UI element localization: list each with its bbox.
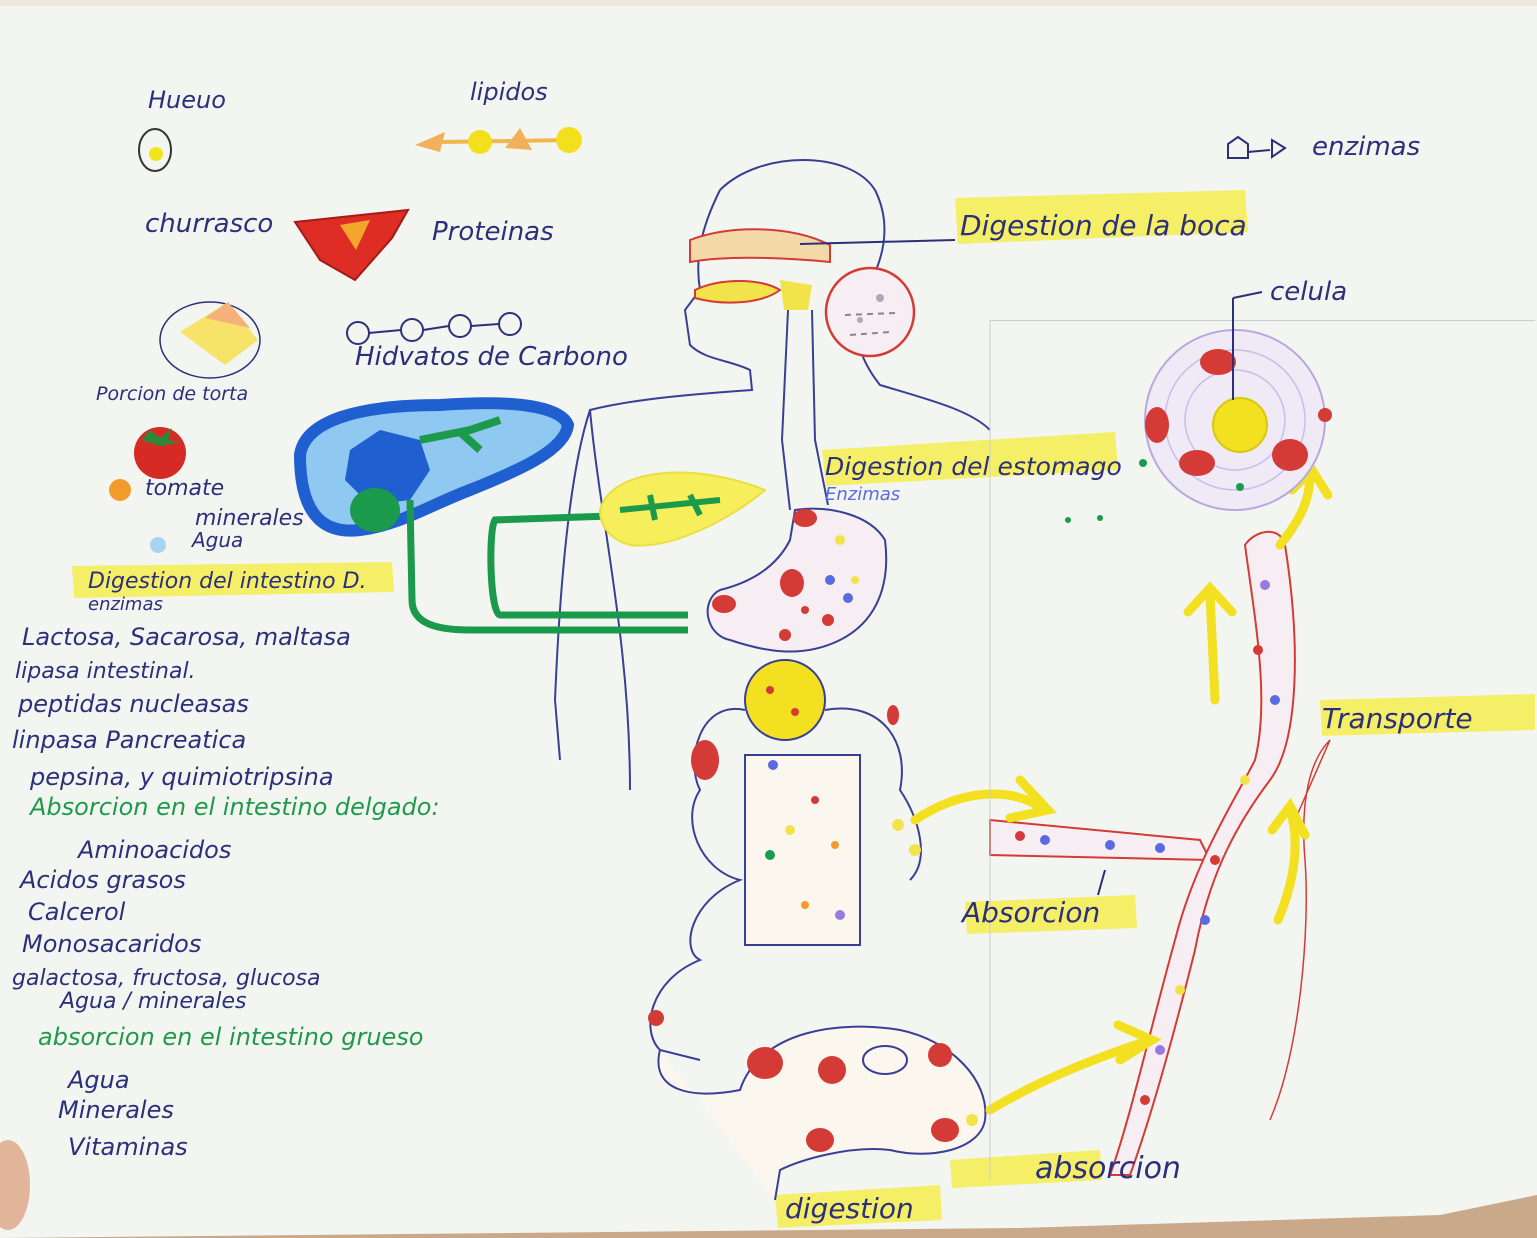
- label-digestion-estomago: Digestion del estomago: [825, 452, 1122, 481]
- label-agua: Agua: [190, 528, 243, 552]
- absorcion-delgado-heading: Absorcion en el intestino delgado:: [28, 793, 440, 821]
- water-dot-icon: [150, 537, 166, 553]
- label-estomago-enzimas: Enzimas: [825, 484, 900, 505]
- paper-top-edge: [0, 0, 1537, 6]
- absorcion-item: Aminoacidos: [76, 836, 231, 864]
- label-churrasco: churrasco: [145, 209, 273, 239]
- tomato-icon: [134, 427, 186, 479]
- enzima-item: peptidas nucleasas: [17, 690, 249, 718]
- enzima-item: pepsina, y quimiotripsina: [29, 763, 334, 791]
- label-absorcion-1: Absorcion: [960, 896, 1100, 929]
- label-tomate: tomate: [145, 476, 224, 501]
- label-proteinas: Proteinas: [432, 217, 554, 247]
- label-lipidos: lipidos: [470, 78, 548, 106]
- absorcion-item: Acidos grasos: [18, 866, 186, 894]
- label-torta: Porcion de torta: [96, 383, 248, 405]
- absorcion-item: galactosa, fructosa, glucosa: [12, 966, 321, 991]
- absorcion-item: Monosacaridos: [22, 930, 201, 958]
- label-absorcion-2: absorcion: [1035, 1151, 1181, 1186]
- absorcion-grueso-item: Vitaminas: [68, 1133, 188, 1161]
- enzima-item: linpasa Pancreatica: [12, 726, 246, 754]
- label-digestion: digestion: [785, 1192, 914, 1225]
- absorcion-grueso-item: Agua: [66, 1066, 130, 1094]
- enzima-item: Lactosa, Sacarosa, maltasa: [22, 623, 351, 651]
- label-huevo: Hueuo: [148, 86, 226, 114]
- label-celula: celula: [1270, 277, 1347, 307]
- label-transporte: Transporte: [1322, 702, 1473, 735]
- absorcion-grueso-heading: absorcion en el intestino grueso: [38, 1023, 423, 1051]
- label-enzimas-legend: enzimas: [1312, 132, 1420, 162]
- enzima-item: lipasa intestinal.: [15, 659, 196, 684]
- intestino-heading: Digestion del intestino D.: [88, 569, 367, 594]
- minerals-dot-icon: [109, 479, 131, 501]
- absorcion-item: Agua / minerales: [58, 989, 247, 1014]
- mouth-zoom-circle: [826, 268, 914, 356]
- label-digestion-boca: Digestion de la boca: [960, 209, 1247, 242]
- label-carbohidratos: Hidvatos de Carbono: [355, 342, 628, 372]
- intestino-subheading: enzimas: [88, 594, 163, 615]
- absorcion-grueso-item: Minerales: [58, 1096, 174, 1124]
- absorcion-item: Calcerol: [28, 898, 126, 926]
- duodenum-section: [745, 660, 825, 740]
